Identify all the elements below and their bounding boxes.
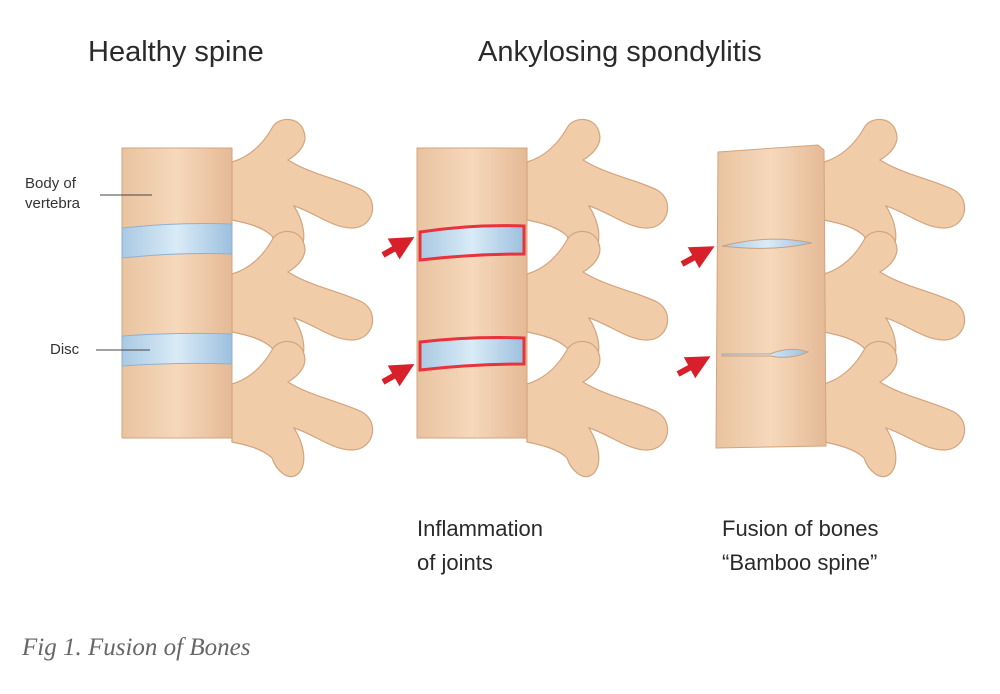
- caption-line: of joints: [417, 550, 493, 575]
- caption-line: “Bamboo spine”: [722, 550, 878, 575]
- vertebra-process: [231, 118, 374, 256]
- vertebra-process: [823, 230, 966, 368]
- disc-label: Disc: [50, 341, 80, 358]
- vertebra-process: [526, 230, 669, 368]
- vertebra-process: [823, 118, 966, 256]
- vertebra-body: [416, 147, 528, 439]
- red-arrow-icon: [676, 356, 711, 379]
- narrowed-disc: [721, 238, 813, 249]
- label-line: Body of: [25, 175, 76, 192]
- ankylosing-spondylitis-title: Ankylosing spondylitis: [478, 36, 762, 68]
- red-arrow-icon: [381, 237, 415, 260]
- vertebra-process: [526, 340, 669, 478]
- fusion-caption: Fusion of bones “Bamboo spine”: [722, 512, 879, 580]
- fused-vertebra-body: [715, 144, 827, 449]
- healthy-spine-title: Healthy spine: [88, 36, 264, 68]
- vertebra-process: [526, 118, 669, 256]
- vertebra-body: [121, 147, 233, 439]
- body-of-vertebra-label: Body of vertebra: [25, 174, 80, 214]
- disc: [121, 223, 233, 259]
- red-arrow-icon: [381, 364, 415, 387]
- caption-line: Inflammation: [417, 516, 543, 541]
- healthy-spine-illustration: [96, 118, 374, 478]
- vertebra-process: [823, 340, 966, 478]
- figure-caption: Fig 1. Fusion of Bones: [22, 634, 251, 661]
- inflammation-caption: Inflammation of joints: [417, 512, 543, 580]
- vertebra-process: [231, 230, 374, 368]
- bamboo-spine-illustration: [676, 118, 966, 478]
- inflammation-spine-illustration: [381, 118, 669, 478]
- inflamed-disc: [418, 224, 526, 262]
- inflamed-disc: [418, 336, 526, 372]
- disc: [121, 332, 233, 367]
- label-line: vertebra: [25, 195, 81, 212]
- caption-line: Fusion of bones: [722, 516, 879, 541]
- vertebra-process: [231, 340, 374, 478]
- red-arrow-icon: [680, 246, 715, 269]
- narrowed-disc: [721, 348, 810, 358]
